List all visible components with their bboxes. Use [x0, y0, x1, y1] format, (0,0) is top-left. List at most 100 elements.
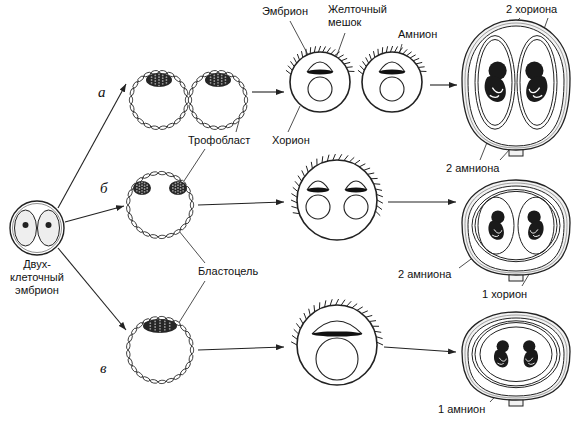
embryo-disc — [345, 187, 367, 192]
villus — [298, 176, 302, 182]
part-label: 2 хориона — [506, 3, 557, 16]
villus — [306, 166, 308, 172]
inner-cell-mass — [133, 181, 151, 195]
cell-dot — [158, 76, 160, 78]
cell-dot — [154, 83, 156, 85]
trophoblast-cell — [150, 234, 158, 239]
cell-dot — [221, 75, 223, 77]
trophoblast-cell — [126, 350, 130, 358]
trophoblast-cell — [126, 342, 130, 350]
cell-dot — [225, 82, 227, 84]
amnion-sac — [520, 40, 554, 126]
embryo-disc — [312, 331, 362, 336]
trophoblast-cell — [188, 209, 193, 217]
trophoblast-cell — [166, 233, 174, 238]
trophoblast-cell — [173, 175, 181, 182]
cell-dot — [141, 190, 143, 192]
cell-dot — [149, 328, 151, 330]
cell-dot — [154, 75, 156, 77]
trophoblast-cell — [202, 122, 210, 128]
nucleus — [23, 222, 29, 228]
cell-dot — [172, 190, 174, 192]
cell-dot — [136, 190, 138, 192]
villus — [304, 313, 306, 319]
fetus-limb — [533, 95, 542, 97]
cell-dot — [141, 184, 143, 186]
row-letter: в — [100, 360, 107, 377]
uterus-layer — [465, 315, 567, 398]
villus — [296, 323, 300, 328]
cell-dot — [141, 182, 143, 184]
cell-dot — [177, 184, 179, 186]
chorion-sac — [475, 36, 515, 130]
chorion-sac — [472, 190, 560, 262]
villus — [291, 200, 297, 203]
trophoblast-cell — [131, 327, 138, 335]
villus — [291, 61, 295, 66]
trophoblast-cell — [132, 81, 139, 89]
villus — [288, 66, 292, 71]
trophoblast-cell — [159, 126, 167, 130]
villus — [294, 57, 297, 63]
cell-dot — [141, 193, 143, 195]
cell-dot — [159, 328, 161, 330]
chorion-wall — [297, 305, 377, 385]
fetus-limb — [530, 229, 538, 233]
chorion — [291, 299, 383, 385]
amnion-sac — [518, 197, 554, 254]
trophoblast-cell — [188, 104, 193, 112]
fetus-limb — [490, 95, 499, 97]
cell-dot — [159, 320, 161, 322]
cell-dot — [136, 187, 138, 189]
villus — [377, 206, 382, 210]
part-label: Желточный мешок — [328, 3, 390, 29]
villus — [366, 315, 372, 317]
trophoblast-cell — [179, 111, 186, 119]
villus — [366, 57, 369, 63]
cell-dot — [151, 79, 153, 81]
cell-dot — [217, 85, 219, 87]
node-label: Двух- клеточный эмбрион — [4, 258, 70, 297]
chorion-sac — [475, 191, 557, 259]
villus — [309, 309, 311, 316]
cell-dot — [164, 329, 166, 331]
chorion-sac — [517, 36, 557, 130]
fetus — [523, 340, 538, 367]
villus — [362, 311, 368, 314]
fetus-body — [526, 76, 547, 102]
villus — [347, 301, 352, 306]
trophoblast-cell — [131, 220, 138, 228]
villus — [410, 55, 416, 58]
villus — [377, 342, 383, 345]
cell-dot — [177, 193, 179, 195]
yolk-sac — [308, 77, 332, 101]
chorion — [286, 46, 354, 112]
trophoblast-cell — [185, 331, 191, 339]
cell-dot — [221, 80, 223, 82]
part-label: Эмбрион — [262, 5, 308, 18]
leader-line — [184, 149, 205, 181]
stage-arrow — [430, 84, 457, 85]
trophoblast-cell — [129, 88, 134, 96]
inner-cell-mass — [205, 73, 231, 87]
stage-arrow — [58, 84, 126, 208]
trophoblast-cell — [127, 213, 133, 221]
trophoblast-cell — [238, 81, 245, 89]
villus — [358, 70, 363, 74]
cell-dot — [159, 322, 161, 324]
fetus-limb — [528, 363, 534, 364]
uterus-cavity — [468, 186, 564, 271]
villus — [403, 49, 407, 54]
cell-dot — [177, 182, 179, 184]
amnion-sac — [478, 197, 514, 254]
fetus-limb — [499, 358, 506, 361]
cell-dot — [175, 185, 177, 187]
trophoblast-cell — [179, 81, 186, 89]
yolk-sac — [316, 338, 358, 380]
trophoblast-cell — [173, 229, 181, 236]
zona-inner — [13, 204, 62, 253]
villus — [300, 318, 303, 324]
cell-dot — [217, 76, 219, 78]
cell-dot — [166, 82, 168, 84]
